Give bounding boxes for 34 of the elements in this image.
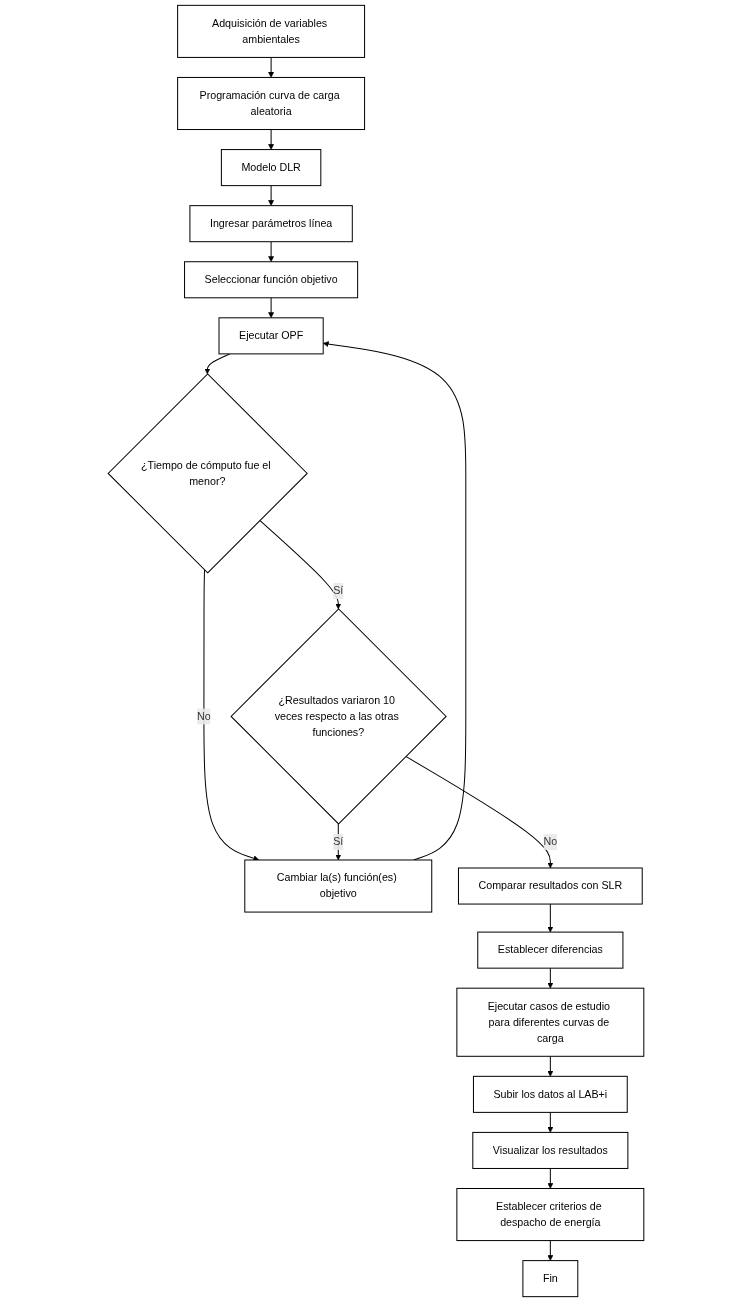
edge-label: No: [197, 710, 211, 722]
node-box: Ingresar parámetros línea: [189, 205, 353, 243]
arrow: [268, 185, 275, 206]
node-box: Seleccionar función objetivo: [184, 261, 359, 299]
arrow: [268, 241, 275, 262]
node-box: Establecer criterios de despacho de energía: [456, 1188, 645, 1242]
arrow: [405, 755, 554, 869]
arrow: [547, 967, 554, 989]
arrow: [547, 903, 554, 933]
node-box: Modelo DLR: [220, 149, 322, 187]
node-box: Adquisición de variables ambientales: [177, 4, 366, 58]
arrow: [547, 1111, 554, 1133]
node-box: Fin: [522, 1260, 579, 1298]
arrow: [547, 1240, 554, 1261]
node-box: Cambiar la(s) función(es) objetivo: [244, 859, 433, 913]
edge-label: Sí: [333, 584, 344, 597]
arrow: [268, 56, 275, 78]
arrow: [547, 1167, 554, 1189]
arrow: [259, 519, 342, 610]
node-box: Subir los datos al LAB+i: [472, 1075, 628, 1113]
node-box: Ejecutar casos de estudio para diferentes curvas de carga: [456, 987, 645, 1057]
arrow: [547, 1055, 554, 1077]
node-diamond: ¿Resultados variaron 10 veces respecto a las otras funciones?: [230, 608, 447, 825]
node-box: Comparar resultados con SLR: [457, 867, 643, 905]
edge-label: Sí: [333, 835, 344, 848]
node-diamond: ¿Tiempo de cómputo fue el menor?: [107, 373, 308, 574]
node-box: Establecer diferencias: [477, 931, 624, 969]
node-box: Visualizar los resultados: [472, 1131, 629, 1169]
arrow: [268, 297, 275, 319]
arrow: [204, 353, 231, 375]
edge-label: No: [543, 835, 558, 848]
node-box: Ejecutar OPF: [218, 317, 324, 355]
node-box: Programación curva de carga aleatoria: [177, 76, 366, 131]
arrow: [268, 129, 275, 150]
